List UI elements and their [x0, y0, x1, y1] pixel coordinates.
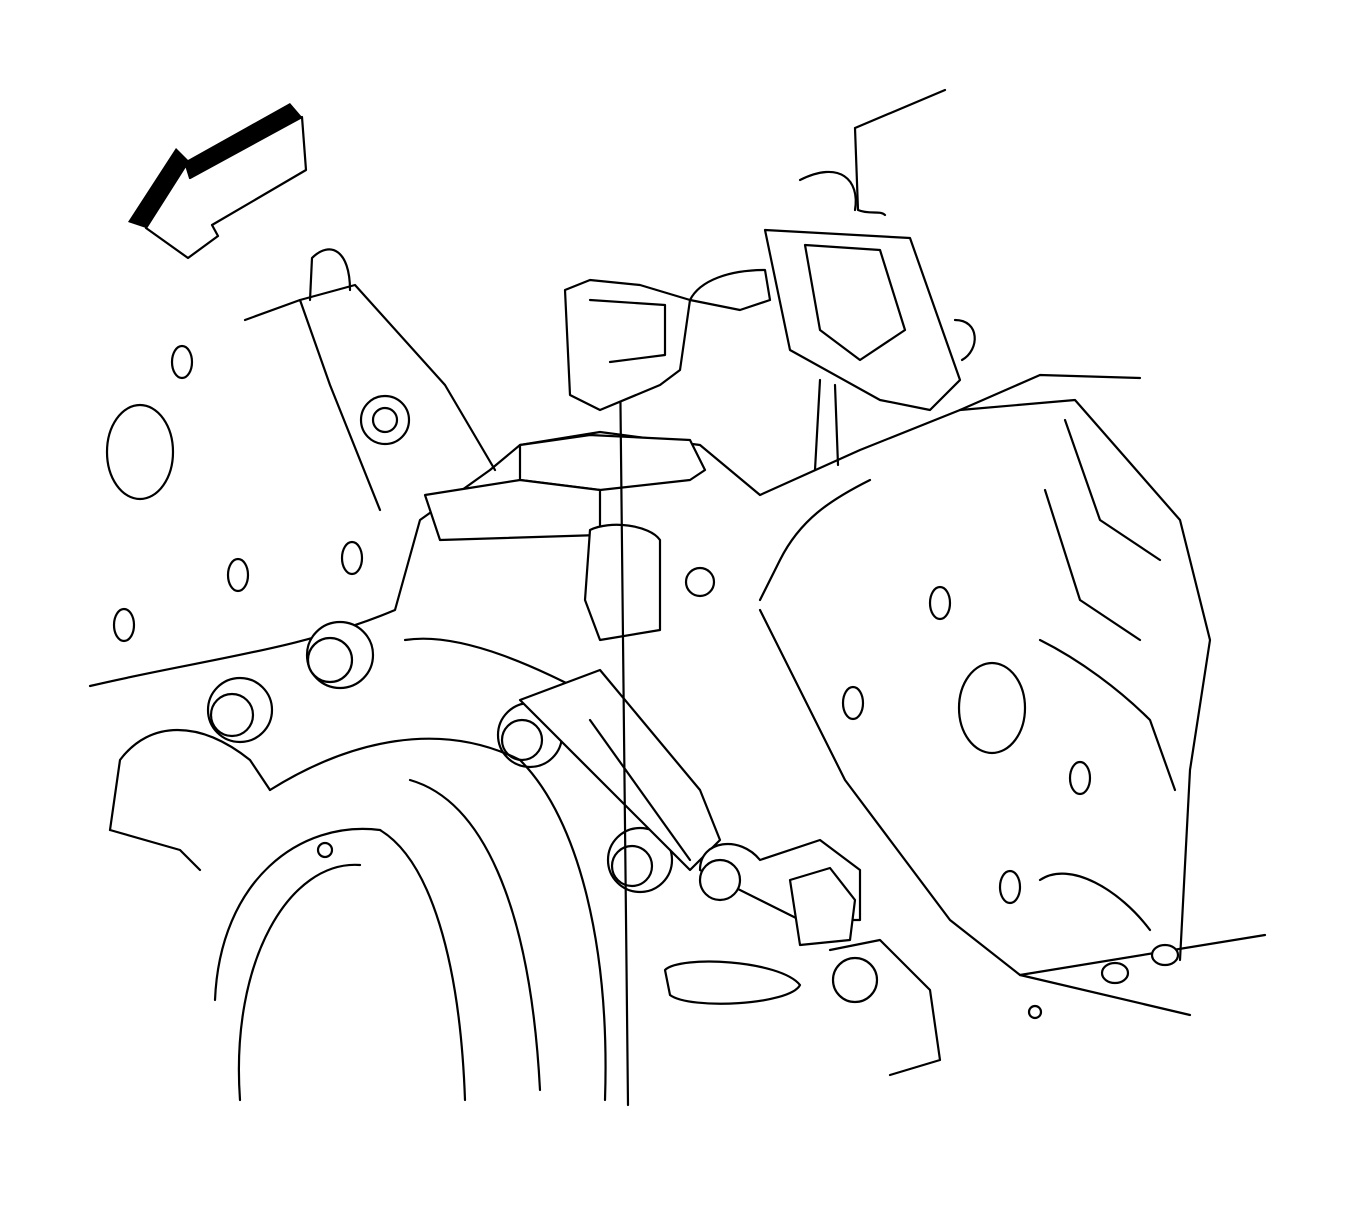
direction-arrow-icon — [128, 103, 308, 260]
sensor — [423, 278, 707, 1107]
engine-block — [88, 88, 1267, 1017]
electrical-connector — [688, 170, 976, 472]
block-holes — [105, 344, 1180, 985]
mounting-bracket — [518, 668, 942, 1077]
cylinder-head-edges — [1038, 418, 1177, 932]
bolts — [206, 394, 1043, 1020]
